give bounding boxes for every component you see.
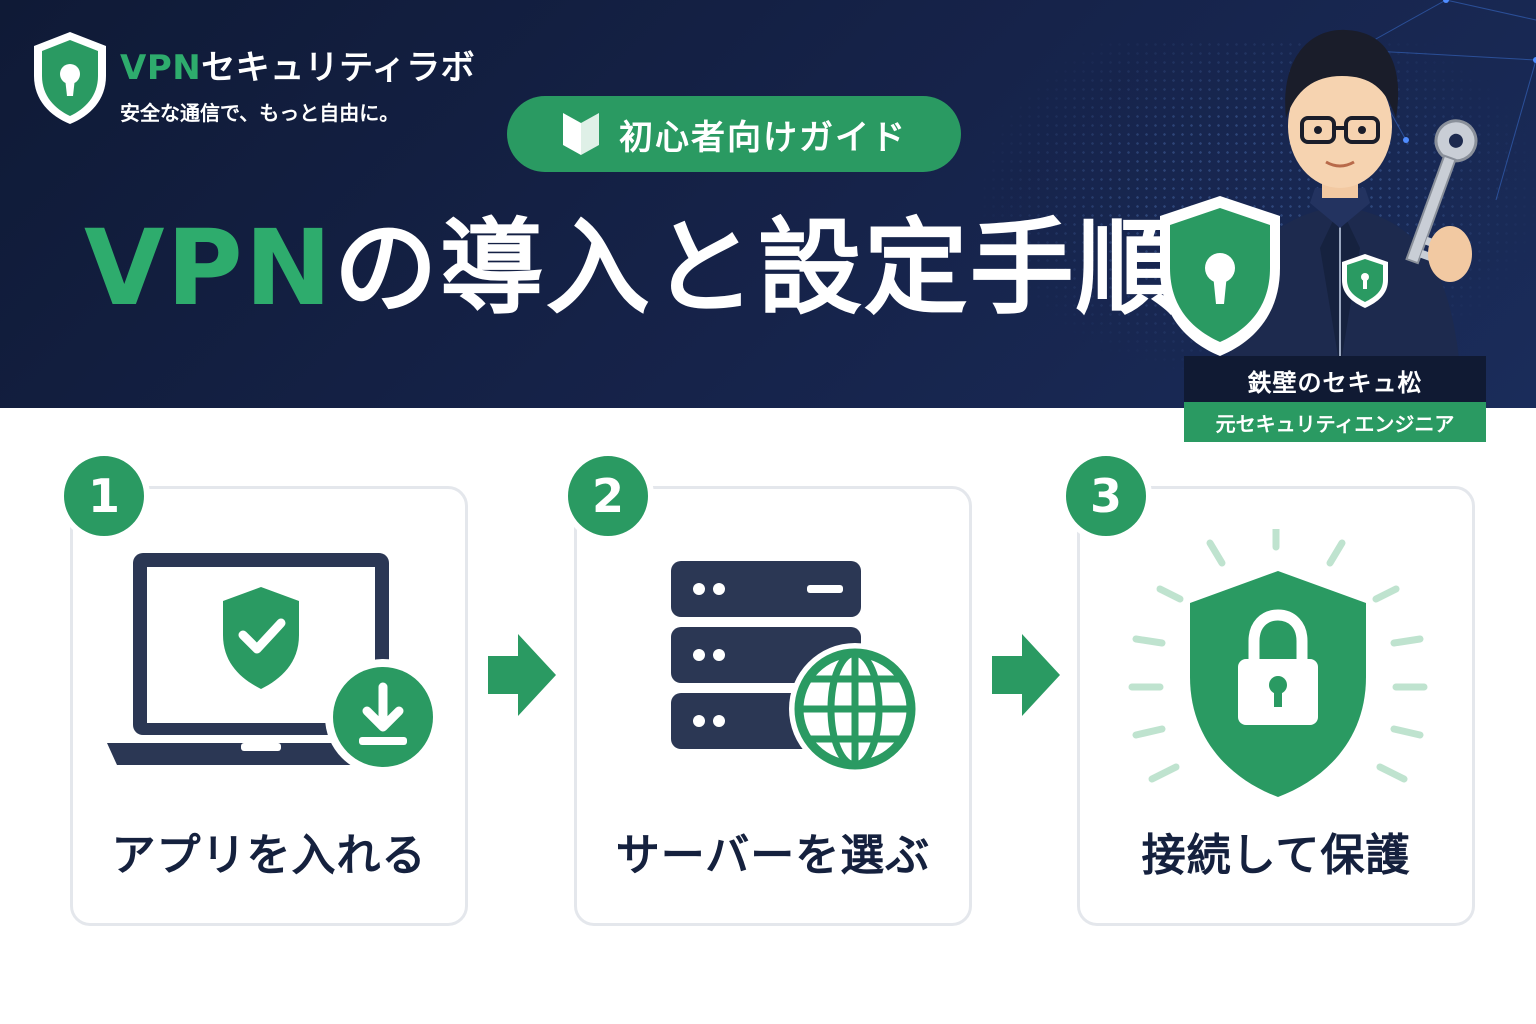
step-card-2[interactable]: サーバーを選ぶ [574,486,972,926]
laptop-download-icon [107,553,441,775]
step-card-1[interactable]: アプリを入れる [70,486,468,926]
step-label: アプリを入れる [111,830,427,881]
character-role-badge: 元セキュリティエンジニア [1184,402,1486,442]
arrow-right-icon [992,634,1060,716]
arrow-right-icon [488,634,556,716]
step-number-1: 1 [58,450,150,542]
character-name-badge: 鉄壁のセキュ松 [1184,356,1486,404]
server-globe-icon [671,561,921,775]
step-label: サーバーを選ぶ [615,830,931,881]
step-number-3: 3 [1060,450,1152,542]
beginner-guide-badge: 初心者向けガイド [507,96,961,172]
step-label: 接続して保護 [1141,830,1411,881]
hero-banner: VPNセキュリティラボ 安全な通信で、もっと自由に。 初心者向けガイド VPNの… [0,0,1536,408]
brand-logo[interactable]: VPNセキュリティラボ 安全な通信で、もっと自由に。 [30,30,475,126]
step-number-2: 2 [562,450,654,542]
brand-name: VPNセキュリティラボ [120,48,476,88]
pill-label: 初心者向けガイド [619,117,907,158]
shield-keyhole-icon [34,32,106,124]
shield-lock-icon [1128,529,1428,797]
step-card-3[interactable]: 接続して保護 [1077,486,1475,926]
beginner-mark-icon [563,113,599,155]
character-illustration [1160,29,1478,368]
brand-tagline: 安全な通信で、もっと自由に。 [120,101,400,125]
page-title: VPNの導入と設定手順 [84,207,1182,329]
